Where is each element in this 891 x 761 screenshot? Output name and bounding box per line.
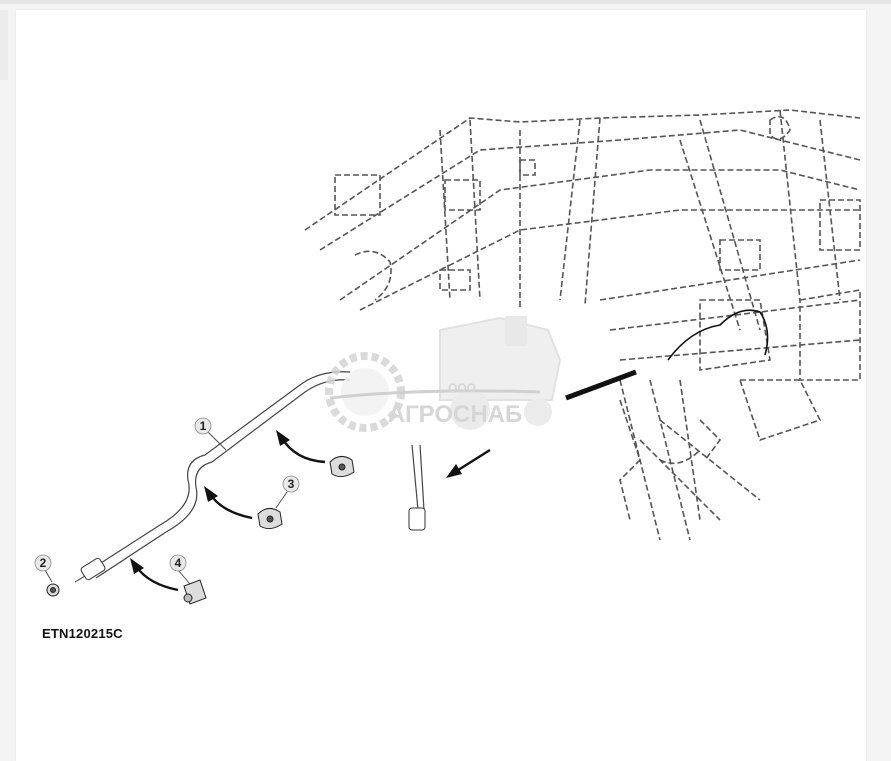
wiring-harness-assembly (89, 371, 351, 579)
part-clip-upper (329, 456, 355, 478)
callout-1-label: 1 (200, 419, 207, 433)
watermark-logo: ООО АГРОСНАБ (325, 316, 562, 432)
callout-leaders (44, 431, 288, 585)
part-4-bracket-clip (183, 579, 207, 605)
part-2-nut (46, 583, 60, 597)
callout-badges: 1 2 3 4 (34, 417, 300, 572)
harness-on-frame (565, 309, 769, 401)
direction-arrows (130, 430, 491, 592)
page-top-bar (0, 0, 891, 4)
hanging-cable (408, 444, 426, 531)
callout-2-label: 2 (40, 556, 47, 570)
callout-3-label: 3 (288, 477, 295, 491)
watermark-brand-text: АГРОСНАБ (388, 401, 523, 428)
harness-connector-end (74, 557, 106, 583)
watermark-small-text: ООО (448, 381, 476, 395)
figure-code: ETN120215C (42, 626, 123, 641)
callout-4-label: 4 (175, 556, 182, 570)
frame-phantom-lines (304, 109, 861, 541)
part-3-clip (257, 508, 283, 530)
left-rail (0, 10, 8, 80)
